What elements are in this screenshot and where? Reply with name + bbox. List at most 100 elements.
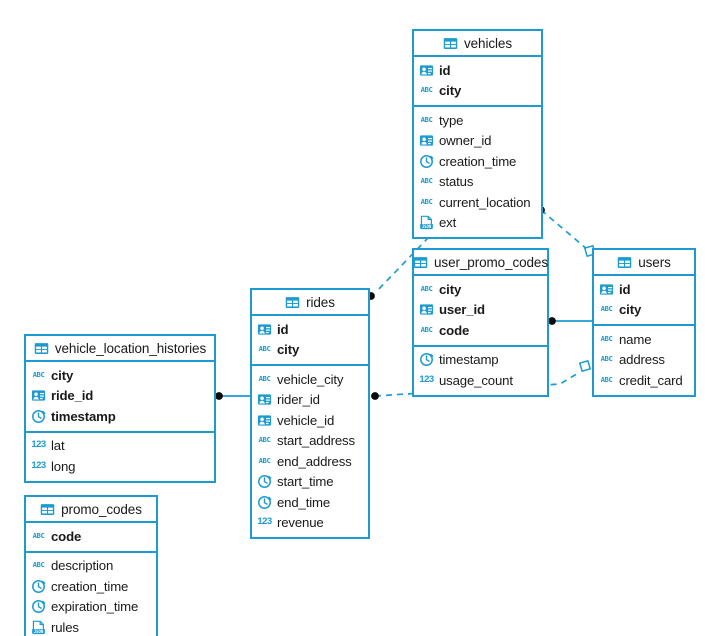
field-row[interactable]: timestamp bbox=[26, 406, 214, 427]
field-row[interactable]: ABC city bbox=[414, 279, 547, 300]
field-row[interactable]: id bbox=[414, 60, 541, 81]
field-row[interactable]: 123 usage_count bbox=[414, 370, 547, 391]
timestamp-icon bbox=[419, 154, 434, 169]
number-icon: 123 bbox=[257, 516, 272, 527]
table-icon bbox=[617, 255, 632, 270]
field-row[interactable]: ride_id bbox=[26, 386, 214, 407]
field-row[interactable]: user_id bbox=[414, 300, 547, 321]
table-icon bbox=[413, 255, 428, 270]
field-row[interactable]: end_time bbox=[252, 492, 368, 513]
timestamp-icon bbox=[31, 599, 46, 614]
entity-title: vehicles bbox=[464, 35, 512, 51]
relationship-line bbox=[540, 209, 589, 251]
field-name: city bbox=[439, 281, 462, 297]
field-row[interactable]: JSON ext bbox=[414, 213, 541, 234]
uuid-icon bbox=[257, 392, 272, 407]
entity-header[interactable]: rides bbox=[252, 290, 368, 316]
string-icon: ABC bbox=[420, 196, 433, 206]
entity-header[interactable]: vehicles bbox=[414, 31, 541, 57]
field-name: end_time bbox=[277, 494, 331, 510]
string-icon: ABC bbox=[600, 374, 613, 384]
field-row[interactable]: vehicle_id bbox=[252, 410, 368, 431]
relationship-marker-target bbox=[578, 359, 592, 373]
json-icon: JSON bbox=[419, 215, 434, 230]
field-row[interactable]: JSON rules bbox=[26, 617, 156, 636]
field-name: rider_id bbox=[277, 392, 320, 408]
field-name: id bbox=[619, 281, 631, 297]
relationship-vlh-rides[interactable] bbox=[215, 392, 250, 400]
field-row[interactable]: creation_time bbox=[414, 151, 541, 172]
field-row[interactable]: creation_time bbox=[26, 576, 156, 597]
field-name: start_address bbox=[277, 433, 355, 449]
string-icon: ABC bbox=[420, 283, 433, 293]
relationship-user_promo_codes-users[interactable] bbox=[548, 317, 592, 325]
field-row[interactable]: owner_id bbox=[414, 131, 541, 152]
field-row[interactable]: id bbox=[252, 319, 368, 340]
json-icon: JSON bbox=[31, 620, 46, 635]
relationship-marker-source bbox=[371, 392, 379, 400]
timestamp-icon bbox=[31, 409, 46, 424]
field-row[interactable]: 123 revenue bbox=[252, 513, 368, 534]
table-icon bbox=[285, 295, 300, 310]
number-icon: 123 bbox=[31, 459, 46, 471]
svg-text:JSON: JSON bbox=[34, 629, 44, 634]
field-name: usage_count bbox=[439, 372, 513, 388]
field-name: creation_time bbox=[439, 153, 517, 169]
field-name: revenue bbox=[277, 515, 324, 531]
entity-header[interactable]: users bbox=[594, 250, 694, 276]
string-icon: ABC bbox=[32, 530, 45, 540]
field-row[interactable]: start_time bbox=[252, 472, 368, 493]
field-row[interactable]: id bbox=[594, 279, 694, 300]
field-name: type bbox=[439, 112, 464, 128]
field-name: rules bbox=[51, 619, 79, 635]
field-name: current_location bbox=[439, 194, 531, 210]
field-name: ride_id bbox=[51, 388, 94, 404]
field-row[interactable]: expiration_time bbox=[26, 597, 156, 618]
entity-title: promo_codes bbox=[61, 501, 142, 517]
entity-title: users bbox=[638, 254, 671, 270]
string-icon: ABC bbox=[420, 85, 433, 95]
field-row[interactable]: timestamp bbox=[414, 350, 547, 371]
field-name: end_address bbox=[277, 453, 352, 469]
number-icon: 123 bbox=[419, 373, 434, 385]
field-row[interactable]: ABC current_location bbox=[414, 192, 541, 213]
uuid-icon bbox=[257, 322, 272, 337]
entity-header[interactable]: vehicle_location_histories bbox=[26, 336, 214, 362]
entity-header[interactable]: user_promo_codes bbox=[413, 250, 548, 276]
uuid-icon bbox=[31, 388, 46, 403]
entity-header[interactable]: promo_codes bbox=[26, 497, 156, 523]
field-row[interactable]: rider_id bbox=[252, 390, 368, 411]
field-name: ext bbox=[439, 215, 457, 231]
field-name: lat bbox=[51, 438, 65, 454]
field-name: expiration_time bbox=[51, 599, 139, 615]
table-icon bbox=[34, 341, 49, 356]
